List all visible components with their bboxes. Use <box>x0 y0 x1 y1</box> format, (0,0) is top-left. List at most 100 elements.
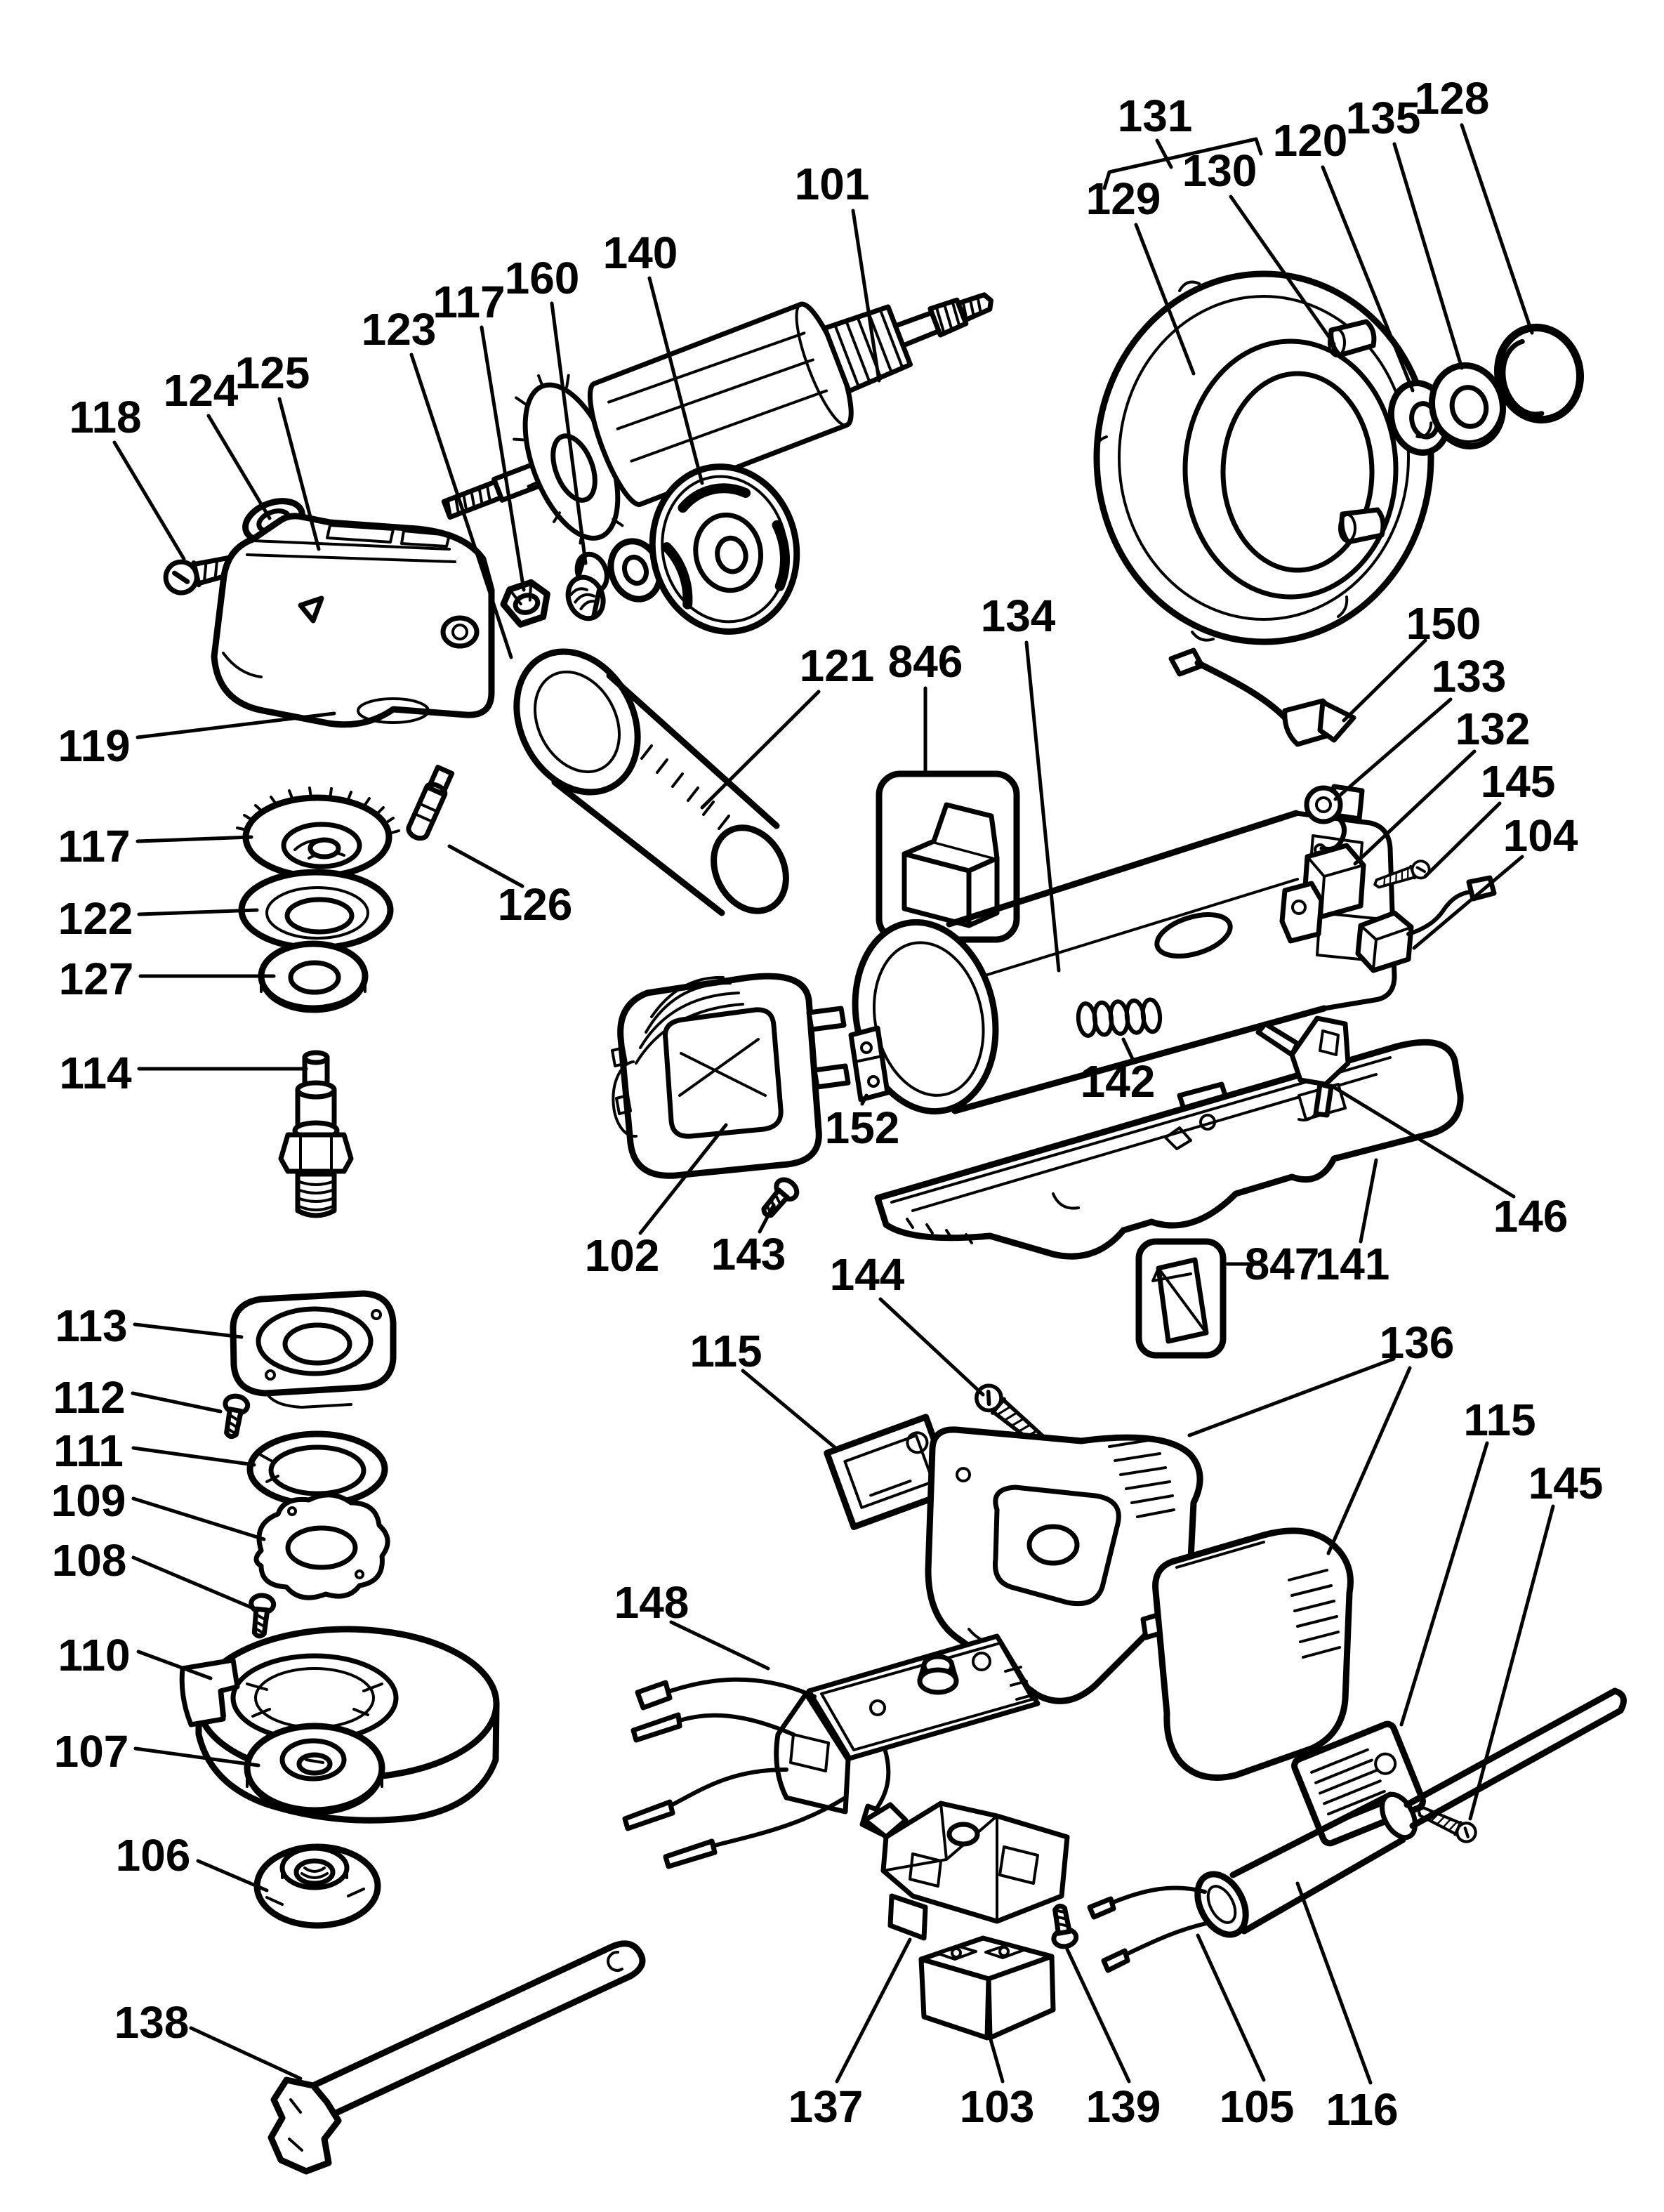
leader-line-137 <box>835 1937 912 2083</box>
lock-plate-drawing-109 <box>253 1492 390 1600</box>
kit-box-drawing-847 <box>1135 1238 1227 1359</box>
leader-line-133 <box>1333 697 1453 801</box>
part-number-137: 137 <box>788 2081 864 2132</box>
retaining-ring-drawing-128 <box>1494 323 1584 424</box>
leader-line-113 <box>133 1322 244 1339</box>
part-number-101: 101 <box>795 159 870 209</box>
leader-line-145 <box>1468 1504 1555 1821</box>
part-number-108: 108 <box>52 1535 127 1586</box>
part-number-145: 145 <box>1528 1458 1604 1508</box>
part-number-118: 118 <box>69 392 141 442</box>
part-number-125: 125 <box>235 348 310 398</box>
connector-block-drawing-103 <box>918 1935 1056 2041</box>
part-number-134: 134 <box>981 591 1056 641</box>
leader-line-146 <box>1329 1084 1516 1199</box>
leader-line-106 <box>196 1859 269 1892</box>
part-number-123: 123 <box>362 304 437 355</box>
leader-line-128 <box>1460 123 1534 335</box>
part-number-127: 127 <box>59 954 134 1004</box>
leader-line-115 <box>741 1369 838 1450</box>
leader-line-129 <box>1134 223 1196 376</box>
leader-line-160 <box>550 301 588 565</box>
leader-line-108 <box>131 1555 255 1610</box>
leader-line-116 <box>1295 1881 1373 2085</box>
leader-line-101 <box>851 209 881 383</box>
spring-drawing-142 <box>1076 997 1163 1038</box>
part-labels-layer: 1011311291301201351281401601171231251241… <box>51 73 1604 2135</box>
part-number-135: 135 <box>1346 93 1421 143</box>
leader-line-123 <box>409 353 513 659</box>
part-number-133: 133 <box>1432 651 1507 702</box>
kit-box-drawing-846 <box>876 770 1020 943</box>
leader-line-122 <box>137 908 259 916</box>
leader-line-119 <box>136 711 336 739</box>
part-number-113: 113 <box>55 1301 127 1351</box>
screw-icon-145-brush <box>1371 857 1433 895</box>
leader-line-110 <box>136 1650 213 1680</box>
carbon-brush-drawing-104 <box>1355 875 1497 973</box>
part-number-139: 139 <box>1086 2081 1161 2132</box>
part-number-112: 112 <box>53 1372 125 1423</box>
part-number-110: 110 <box>58 1630 130 1680</box>
fan-baffle-drawing-140 <box>649 463 800 635</box>
leader-line-145 <box>1423 801 1502 878</box>
part-number-109: 109 <box>51 1475 126 1526</box>
part-number-114: 114 <box>59 1048 132 1098</box>
leader-line-130 <box>1229 195 1336 346</box>
part-number-136: 136 <box>1380 1317 1455 1368</box>
part-number-145: 145 <box>1481 756 1556 807</box>
group-bracket <box>1102 137 1263 190</box>
part-number-121: 121 <box>800 640 875 691</box>
part-number-111: 111 <box>53 1426 124 1476</box>
screw-icon-139 <box>1048 1904 1078 1949</box>
side-handle-drawing-121 <box>513 648 789 916</box>
leader-line-139 <box>1065 1947 1131 2083</box>
part-number-119: 119 <box>58 720 130 771</box>
part-number-124: 124 <box>164 365 239 416</box>
part-number-141: 141 <box>1315 1239 1390 1289</box>
part-number-160: 160 <box>505 253 580 303</box>
part-number-106: 106 <box>116 1830 191 1881</box>
leader-line-104 <box>1412 855 1524 950</box>
leader-line-117 <box>480 325 526 592</box>
switch-drawing-137 <box>862 1800 1070 1941</box>
bearing-cap-drawing-113 <box>230 1290 397 1409</box>
part-number-847: 847 <box>1245 1239 1320 1289</box>
part-number-150: 150 <box>1406 598 1481 649</box>
spanner-wrench-drawing-138 <box>268 1940 646 2175</box>
bearing-drawing-127 <box>258 940 369 1013</box>
part-number-128: 128 <box>1415 73 1490 124</box>
crown-gear-drawing-117 <box>236 786 400 880</box>
part-number-102: 102 <box>585 1230 660 1281</box>
part-number-846: 846 <box>888 636 963 687</box>
bearing-drawing-135 <box>1428 362 1507 450</box>
leader-line-131 <box>1155 138 1173 169</box>
part-number-143: 143 <box>711 1229 786 1279</box>
part-number-131: 131 <box>1118 91 1193 141</box>
part-number-140: 140 <box>603 228 678 278</box>
leader-line-138 <box>189 2026 303 2081</box>
part-number-142: 142 <box>1081 1056 1156 1107</box>
part-number-116: 116 <box>1326 2084 1398 2135</box>
inner-flange-housing-drawing <box>1093 270 1434 645</box>
outer-flange-drawing-107 <box>244 1723 385 1815</box>
part-number-115: 115 <box>689 1326 762 1376</box>
leader-line-136 <box>1187 1357 1396 1437</box>
part-number-120: 120 <box>1273 115 1348 166</box>
leader-line-112 <box>131 1391 223 1414</box>
leader-line-105 <box>1196 1933 1266 2082</box>
spindle-lock-pin-drawing-126 <box>406 765 455 841</box>
handle-cover-drawing-136 <box>1140 1527 1354 1781</box>
part-number-152: 152 <box>825 1102 900 1153</box>
leader-line-103 <box>986 2030 1005 2083</box>
leader-line-115 <box>1399 1441 1489 1727</box>
part-number-117: 117 <box>58 821 130 871</box>
leader-line-125 <box>277 397 321 551</box>
part-number-117: 117 <box>432 277 505 327</box>
leader-line-109 <box>131 1496 266 1541</box>
part-number-107: 107 <box>54 1726 129 1777</box>
leader-line-152 <box>860 1093 869 1106</box>
lead-wire-drawing-150 <box>1168 647 1356 747</box>
brush-holder-drawing-132 <box>1279 843 1366 944</box>
